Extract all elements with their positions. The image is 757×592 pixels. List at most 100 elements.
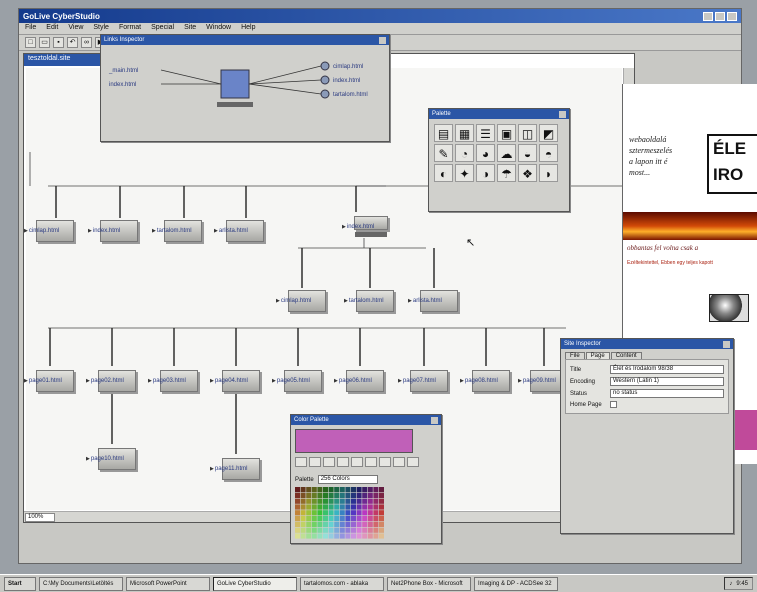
color-swatch[interactable] — [295, 516, 300, 522]
color-swatch[interactable] — [317, 504, 323, 510]
color-swatch[interactable] — [295, 533, 300, 539]
tab-page[interactable]: Page — [585, 352, 610, 359]
color-swatch[interactable] — [339, 504, 345, 510]
color-swatch[interactable] — [300, 510, 306, 516]
taskbar-item[interactable]: tartalomos.com - ablaka — [300, 577, 384, 591]
color-swatch[interactable] — [323, 487, 328, 493]
menu-item-edit[interactable]: Edit — [46, 24, 59, 31]
color-swatch[interactable] — [373, 533, 379, 539]
palette-object-icon[interactable]: ◔ — [455, 144, 474, 162]
color-swatch[interactable] — [300, 504, 306, 510]
color-swatch[interactable] — [339, 521, 345, 527]
color-swatch[interactable] — [356, 492, 362, 498]
color-swatch[interactable] — [306, 504, 312, 510]
color-swatch[interactable] — [306, 498, 312, 504]
color-swatch[interactable] — [317, 510, 323, 516]
color-swatch[interactable] — [351, 516, 356, 522]
color-swatch[interactable] — [300, 487, 306, 493]
color-swatch[interactable] — [339, 510, 345, 516]
color-swatch[interactable] — [379, 533, 384, 539]
color-swatch[interactable] — [300, 533, 306, 539]
color-swatch[interactable] — [367, 492, 373, 498]
color-mode-icon[interactable] — [393, 457, 405, 467]
color-swatch[interactable] — [311, 533, 317, 539]
color-swatch[interactable] — [323, 510, 328, 516]
color-swatch[interactable] — [323, 533, 328, 539]
color-swatch[interactable] — [339, 498, 345, 504]
palette-object-icon[interactable]: ❖ — [518, 164, 537, 182]
color-mode-icon[interactable] — [337, 457, 349, 467]
color-swatch[interactable] — [311, 521, 317, 527]
palette-object-icon[interactable]: ✦ — [455, 164, 474, 182]
color-swatch[interactable] — [317, 516, 323, 522]
color-swatch[interactable] — [311, 498, 317, 504]
taskbar-item[interactable]: Imaging & DP - ACDSee 32 — [474, 577, 558, 591]
taskbar-item[interactable]: GoLive CyberStudio — [213, 577, 297, 591]
color-swatch[interactable] — [345, 492, 351, 498]
close-icon[interactable] — [559, 110, 566, 118]
color-swatch[interactable] — [362, 533, 368, 539]
palette-select[interactable]: 256 Colors — [317, 475, 378, 484]
menu-item-file[interactable]: File — [25, 24, 37, 31]
color-swatch[interactable] — [379, 527, 384, 533]
color-swatch[interactable] — [311, 504, 317, 510]
minimize-icon[interactable] — [703, 11, 713, 21]
color-swatch[interactable] — [351, 510, 356, 516]
color-swatch[interactable] — [345, 487, 351, 493]
color-swatch[interactable] — [367, 498, 373, 504]
color-swatch[interactable] — [373, 527, 379, 533]
color-swatch[interactable] — [295, 521, 300, 527]
color-swatch[interactable] — [334, 510, 340, 516]
color-swatch[interactable] — [356, 487, 362, 493]
taskbar-item[interactable]: Microsoft PowerPoint — [126, 577, 210, 591]
color-swatch[interactable] — [334, 521, 340, 527]
palette-object-icon[interactable]: ◫ — [518, 124, 537, 142]
color-swatch[interactable] — [373, 516, 379, 522]
color-swatch[interactable] — [323, 521, 328, 527]
color-swatch[interactable] — [351, 527, 356, 533]
color-swatch[interactable] — [317, 492, 323, 498]
color-mode-icon[interactable] — [379, 457, 391, 467]
menu-item-help[interactable]: Help — [241, 24, 256, 31]
color-swatch[interactable] — [334, 516, 340, 522]
color-swatch[interactable] — [295, 504, 300, 510]
menu-item-view[interactable]: View — [68, 24, 84, 31]
color-swatch[interactable] — [339, 533, 345, 539]
color-swatch[interactable] — [362, 498, 368, 504]
color-swatch[interactable] — [295, 487, 300, 493]
color-swatch[interactable] — [379, 492, 384, 498]
taskbar-item[interactable]: C:\My Documents\Letöltés — [39, 577, 123, 591]
color-swatch[interactable] — [339, 527, 345, 533]
color-swatch[interactable] — [367, 521, 373, 527]
color-swatch[interactable] — [362, 516, 368, 522]
links-inspector-title[interactable]: Links Inspector — [101, 35, 389, 45]
color-swatch[interactable] — [323, 516, 328, 522]
color-swatch[interactable] — [345, 521, 351, 527]
open-icon[interactable]: ▭ — [39, 37, 50, 48]
color-swatch[interactable] — [323, 492, 328, 498]
palette-object-icon[interactable]: ✎ — [434, 144, 453, 162]
color-swatch[interactable] — [300, 498, 306, 504]
start-button[interactable]: Start — [4, 577, 36, 591]
color-swatch[interactable] — [317, 487, 323, 493]
color-swatch[interactable] — [306, 521, 312, 527]
color-swatch[interactable] — [345, 504, 351, 510]
color-swatch[interactable] — [328, 516, 334, 522]
color-swatch[interactable] — [367, 516, 373, 522]
color-swatch[interactable] — [334, 487, 340, 493]
palette-object-icon[interactable]: ◩ — [539, 124, 558, 142]
maximize-icon[interactable] — [715, 11, 725, 21]
color-swatch[interactable] — [317, 527, 323, 533]
color-swatch[interactable] — [311, 516, 317, 522]
color-swatch[interactable] — [328, 492, 334, 498]
color-swatch[interactable] — [306, 527, 312, 533]
color-swatch[interactable] — [311, 492, 317, 498]
tab-content[interactable]: Content — [610, 352, 642, 359]
site-inspector-title[interactable]: Site Inspector — [561, 339, 733, 349]
color-swatch[interactable] — [323, 527, 328, 533]
color-swatch[interactable] — [367, 504, 373, 510]
field-status[interactable]: no status — [610, 389, 724, 398]
palette-object-icon[interactable]: ☰ — [476, 124, 495, 142]
color-swatch[interactable] — [300, 527, 306, 533]
color-swatch[interactable] — [311, 527, 317, 533]
